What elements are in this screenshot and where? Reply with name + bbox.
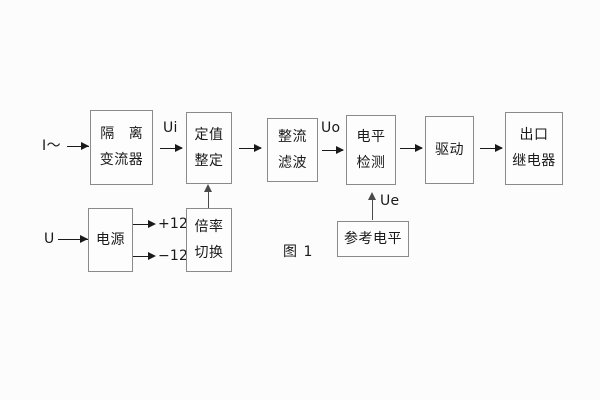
arrowhead-uo <box>336 145 344 154</box>
block-setting-line-1: 定值 <box>194 126 224 143</box>
wire-current-to-isolation <box>67 146 89 147</box>
arrowhead-current-input <box>81 141 89 150</box>
wire-isolation-to-setting <box>160 148 182 149</box>
block-isolation-ct-line-2: 变流器 <box>99 152 144 168</box>
input-label-current: I～ <box>42 138 62 154</box>
block-power-supply[interactable]: 电源 <box>88 208 133 272</box>
block-setting[interactable]: 定值 整定 <box>186 112 232 184</box>
block-ratio-switch[interactable]: 倍率 切换 <box>186 208 232 272</box>
arrowhead-rail-positive <box>148 219 156 228</box>
arrowhead-ui <box>175 143 183 152</box>
block-ratio-switch-line-1: 倍率 <box>194 218 224 235</box>
wire-level-to-driver <box>400 148 422 149</box>
wire-voltage-to-power-supply <box>58 239 88 240</box>
block-isolation-ct[interactable]: 隔 离 变流器 <box>90 110 153 185</box>
figure-caption: 图 1 <box>283 244 314 260</box>
block-output-relay-line-2: 继电器 <box>512 153 556 169</box>
wire-driver-to-output-relay <box>480 148 502 149</box>
signal-label-ue: Ue <box>380 193 400 209</box>
wire-rail-positive <box>133 224 153 225</box>
block-driver-line-1: 驱动 <box>435 141 464 158</box>
wire-setting-to-rectifier <box>239 148 261 149</box>
block-level-detection[interactable]: 电平 检测 <box>346 115 396 185</box>
arrowhead-setting-out <box>254 143 262 152</box>
wire-reference-to-level-detection <box>372 198 373 220</box>
block-level-detection-line-2: 检测 <box>356 154 386 171</box>
block-rectifier-filter[interactable]: 整流 滤波 <box>267 118 318 182</box>
block-rectifier-filter-line-2: 滤波 <box>278 154 307 171</box>
arrowhead-reference-up <box>368 192 376 200</box>
wire-rail-negative <box>133 256 153 257</box>
block-level-detection-line-1: 电平 <box>356 128 386 145</box>
block-reference-level-line-1: 参考电平 <box>344 230 402 247</box>
block-setting-line-2: 整定 <box>194 152 224 169</box>
arrowhead-driver-out <box>495 143 503 152</box>
arrowhead-ratio-switch-up <box>204 184 212 192</box>
arrowhead-level-out <box>415 143 423 152</box>
block-reference-level[interactable]: 参考电平 <box>337 221 409 257</box>
block-output-relay-line-1: 出口 <box>519 127 549 144</box>
input-label-voltage: U <box>44 231 55 247</box>
block-isolation-ct-line-1: 隔 离 <box>100 126 148 143</box>
block-output-relay[interactable]: 出口 继电器 <box>505 112 563 185</box>
block-power-supply-line-1: 电源 <box>96 231 125 248</box>
signal-label-ui: Ui <box>163 120 178 136</box>
block-ratio-switch-line-2: 切换 <box>194 244 224 261</box>
arrowhead-rail-negative <box>148 251 156 260</box>
block-rectifier-filter-line-1: 整流 <box>278 128 307 145</box>
signal-label-uo: Uo <box>321 120 341 136</box>
wire-ratio-switch-to-setting <box>208 190 209 208</box>
block-driver[interactable]: 驱动 <box>425 116 474 184</box>
wire-rectifier-to-level <box>322 150 343 151</box>
arrowhead-voltage-input <box>80 234 88 243</box>
